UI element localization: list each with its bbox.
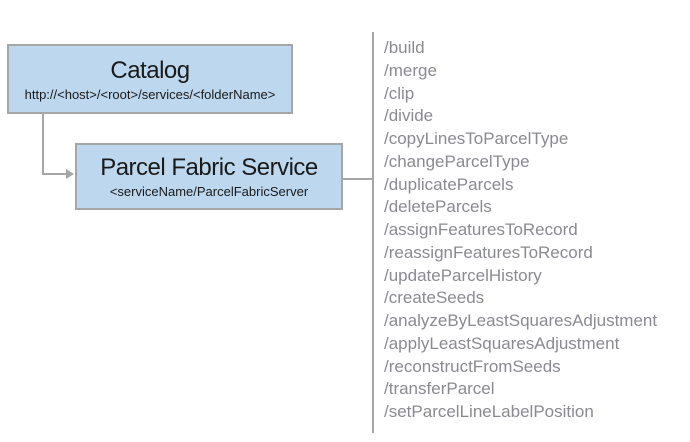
endpoint-item: /assignFeaturesToRecord xyxy=(384,220,578,239)
endpoint-item: /reassignFeaturesToRecord xyxy=(384,242,593,262)
endpoint-item: /divide xyxy=(384,106,434,126)
catalog-node-title: Catalog xyxy=(110,57,190,85)
catalog-node-url-template: http://<host>/<root>/services/<folderNam… xyxy=(24,87,276,102)
endpoint-item: /setParcelLineLabelPosition xyxy=(384,402,594,421)
parcel-fabric-service-node: Parcel Fabric Service <serviceName/Parce… xyxy=(75,143,343,210)
endpoint-item: /merge xyxy=(384,60,437,80)
endpoint-item: /reconstructFromSeeds xyxy=(384,356,561,376)
service-node-title: Parcel Fabric Service xyxy=(100,153,318,181)
endpoint-item: /copyLinesToParcelType xyxy=(384,129,569,148)
catalog-node: Catalog http://<host>/<root>/services/<f… xyxy=(7,44,293,114)
catalog-to-service-connector-horizontal xyxy=(42,173,67,175)
endpoint-item: /deleteParcels xyxy=(384,197,492,217)
endpoint-item: /applyLeastSquaresAdjustment xyxy=(384,333,620,353)
endpoint-item: /duplicateParcels xyxy=(384,174,514,194)
endpoint-item: /build xyxy=(384,38,425,57)
service-node-path-template: <serviceName/ParcelFabricServer xyxy=(109,183,309,199)
endpoint-item: /analyzeByLeastSquaresAdjustment xyxy=(384,311,658,330)
endpoint-item: /createSeeds xyxy=(384,288,485,308)
catalog-to-service-connector-vertical xyxy=(42,114,44,174)
endpoint-item: /changeParcelType xyxy=(384,151,530,171)
endpoint-list: /build/merge/clip/divide/copyLinesToParc… xyxy=(384,37,657,424)
endpoint-item: /updateParcelHistory xyxy=(384,265,542,285)
service-to-endpoints-connector xyxy=(343,178,372,180)
endpoint-item: /transferParcel xyxy=(384,379,495,399)
endpoint-item: /clip xyxy=(384,83,415,103)
endpoints-divider-line xyxy=(372,32,374,433)
connector-arrowhead-icon xyxy=(66,169,74,179)
